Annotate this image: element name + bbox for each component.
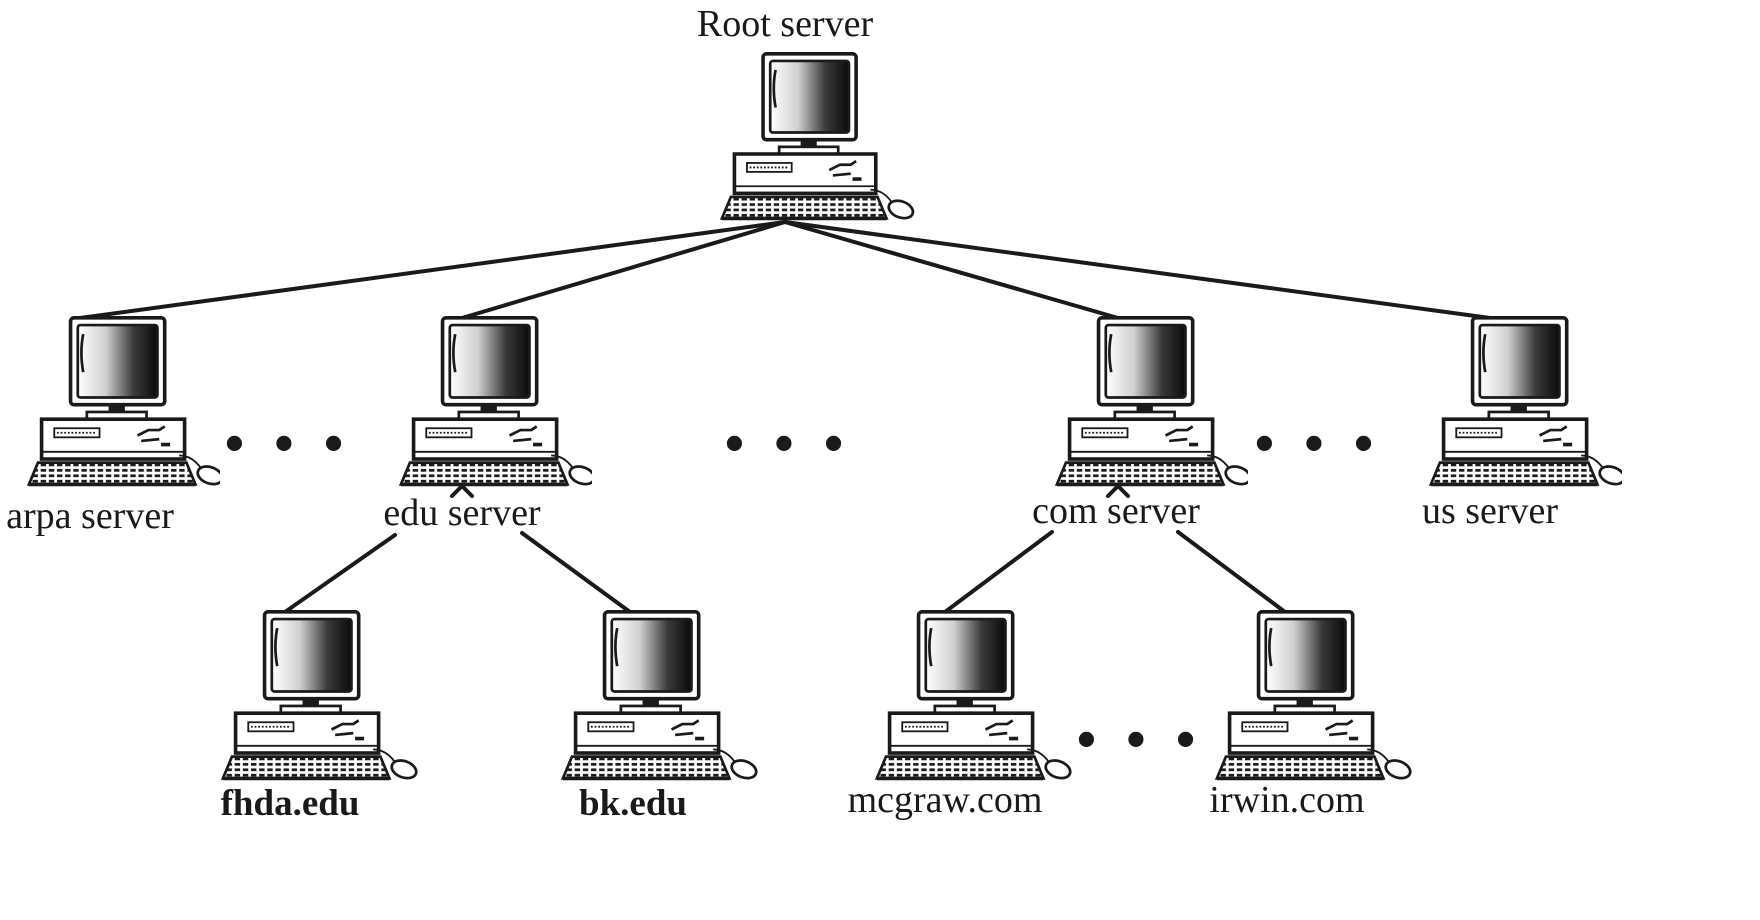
us-server-node: us server: [1422, 318, 1627, 532]
computer-icon: [877, 612, 1073, 782]
edge-root-com: [783, 220, 1120, 320]
computer-icon: [29, 318, 225, 488]
computer-icon: [722, 54, 915, 222]
com-server-node: com server: [1032, 318, 1253, 532]
fhda-edu-node: fhda.edu: [221, 612, 419, 824]
ellipsis-edu-com: • • •: [725, 413, 852, 475]
ellipsis-arpa-edu: • • •: [225, 413, 352, 475]
irwin-com-label: irwin.com: [1209, 779, 1364, 821]
us-server-label: us server: [1422, 490, 1558, 532]
computer-icon: [223, 612, 419, 782]
root-server-node: Root server: [697, 3, 915, 221]
ellipsis-mcgraw-irwin: • • •: [1077, 709, 1204, 771]
mcgraw-com-node: mcgraw.com: [848, 612, 1073, 821]
edge-root-edu: [460, 220, 787, 320]
mcgraw-com-label: mcgraw.com: [848, 779, 1043, 821]
fhda-edu-label: fhda.edu: [221, 783, 360, 824]
root-server-label: Root server: [697, 3, 874, 45]
com-server-label: com server: [1032, 490, 1200, 532]
computer-icon: [1431, 318, 1627, 488]
edge-com-mcgraw: [943, 530, 1054, 614]
bk-edu-node: bk.edu: [563, 612, 759, 824]
ellipsis-com-us: • • •: [1255, 413, 1382, 475]
edu-server-label: edu server: [383, 492, 541, 534]
computer-icon: [563, 612, 759, 782]
edge-root-us: [783, 220, 1492, 320]
edge-com-irwin: [1176, 530, 1287, 614]
computer-icon: [1217, 612, 1413, 782]
edu-server-node: edu server: [383, 318, 596, 534]
computer-icon: [401, 318, 597, 488]
edge-edu-fhda: [283, 533, 397, 614]
arpa-server-node: arpa server: [6, 318, 225, 537]
edge-edu-bk: [520, 531, 632, 614]
computer-icon: [1057, 318, 1253, 488]
bk-edu-label: bk.edu: [579, 783, 687, 824]
arpa-server-label: arpa server: [6, 495, 174, 537]
connection-lines: [78, 220, 1492, 614]
irwin-com-node: irwin.com: [1209, 612, 1412, 821]
edge-root-arpa: [78, 220, 787, 320]
